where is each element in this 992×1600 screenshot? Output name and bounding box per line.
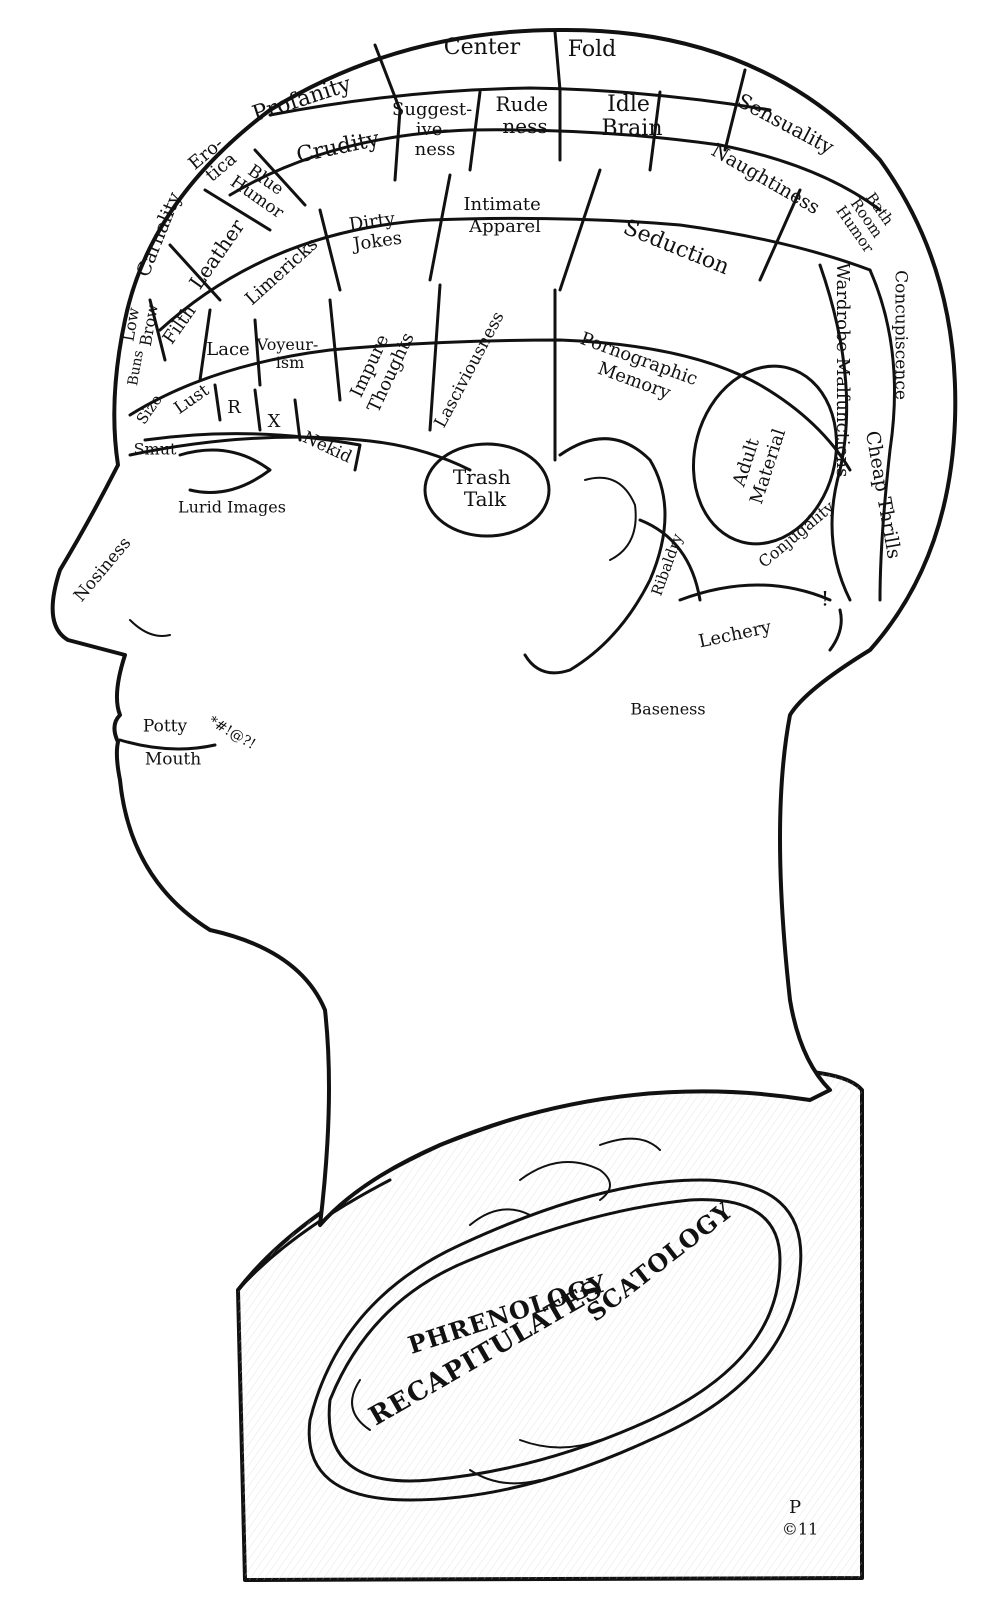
label-voyeurism: Voyeur- ism [256,335,324,372]
ear [523,437,667,675]
label-x: X [268,411,281,432]
bust-shading [238,1070,862,1580]
label-lurid-images: Lurid Images [178,498,286,517]
label-rudeness: Rude ness [496,92,555,138]
label-smut: Smut [134,440,177,459]
label-idle-brain: Idle Brain [601,92,662,141]
skull-region-lines [128,30,896,652]
label-buns: Buns [125,349,147,387]
nostril [129,619,171,637]
head-outline [50,27,958,1227]
eyebrow-ridge [143,432,362,472]
label-center: Center [444,35,521,60]
ribaldry-seam [638,518,702,602]
label-lace: Lace [206,339,249,360]
signature-year: ©11 [782,1520,818,1539]
adult-material-oval [691,364,839,546]
label-concupiscence: Concupiscence [891,270,911,400]
label-dirty-jokes: Dirty Jokes [347,208,405,256]
banner-scroll [307,1137,803,1502]
label-wardrobe-malfunctions: Wardrobe Malfunctions [832,263,853,478]
eye [178,448,272,494]
label-trash-talk: Trash Talk [453,465,517,511]
lips [118,738,217,751]
signature-initial: P [789,1497,801,1518]
label-suggestiveness: Suggest- ive- ness [392,99,478,160]
label-potty: Potty [143,717,188,737]
label-low-brow: Low Brow [118,299,162,348]
label-intimate-apparel: Intimate Apparel [463,194,546,237]
label-r: R [227,397,241,418]
label-exclamation: ! [821,587,829,611]
bust-top-edge [236,1178,392,1292]
label-fold: Fold [568,37,616,62]
label-mouth: Mouth [145,750,201,770]
label-baseness: Baseness [630,700,705,719]
trash-talk-oval [423,442,551,538]
